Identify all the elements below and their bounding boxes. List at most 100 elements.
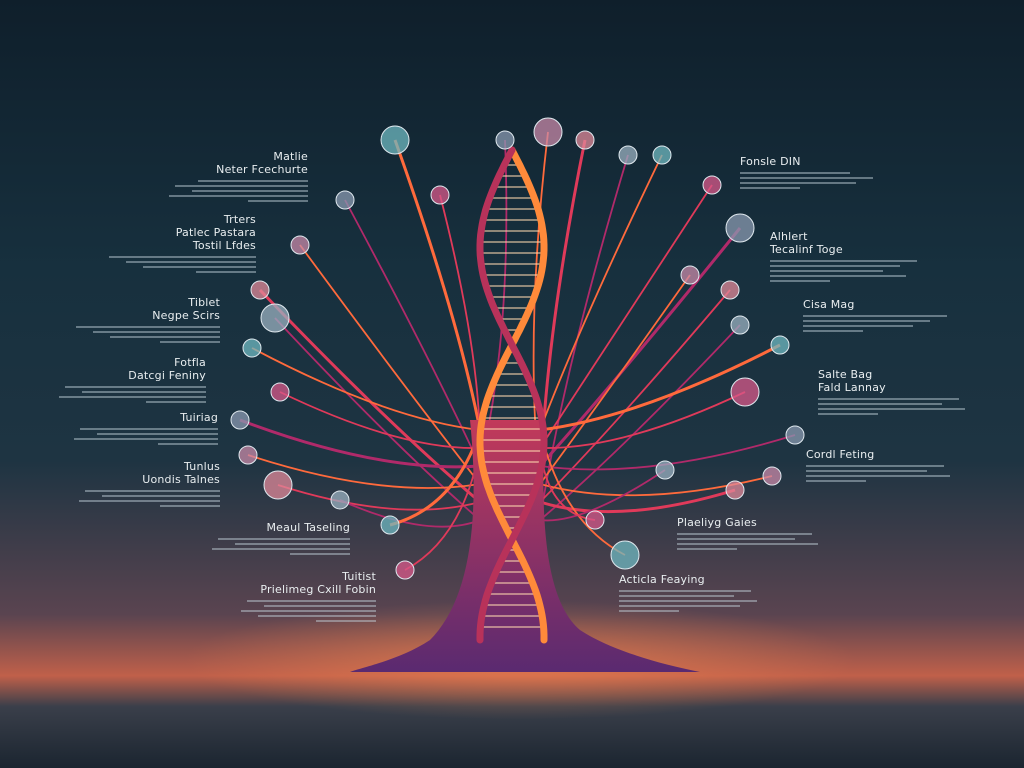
branch bbox=[539, 469, 666, 522]
bubble-node bbox=[575, 130, 595, 150]
branch bbox=[539, 391, 746, 449]
label-heading: Meaul Taseling bbox=[266, 521, 350, 534]
label-heading: Tiblet bbox=[188, 296, 220, 309]
annotation-label-right-2: Cisa Mag bbox=[803, 298, 1023, 335]
bubble-node bbox=[242, 338, 262, 358]
bubble-node bbox=[730, 377, 760, 407]
bubble-node bbox=[330, 490, 350, 510]
tree-branches bbox=[239, 131, 796, 571]
label-body-text bbox=[677, 533, 897, 550]
label-heading: Datcgi Feniny bbox=[128, 369, 206, 382]
branch bbox=[279, 391, 481, 449]
bubble-node bbox=[702, 175, 722, 195]
label-body-text bbox=[16, 256, 256, 273]
label-heading: Patlec Pastara bbox=[175, 226, 256, 239]
label-body-text bbox=[110, 538, 350, 555]
label-heading: Acticla Feaying bbox=[619, 573, 705, 586]
branch bbox=[539, 289, 731, 503]
label-heading: Tostil Lfdes bbox=[192, 239, 256, 252]
bubble-node bbox=[380, 515, 400, 535]
label-heading: Tuiriag bbox=[180, 411, 218, 424]
label-heading: Salte Bag bbox=[818, 368, 873, 381]
label-body-text bbox=[0, 386, 206, 403]
bubble-node bbox=[395, 560, 415, 580]
bubble-node bbox=[263, 470, 293, 500]
annotation-label-right-6: Acticla Feaying bbox=[619, 573, 839, 615]
bubble-node bbox=[585, 510, 605, 530]
bubble-node bbox=[680, 265, 700, 285]
label-heading: Tecalinf Toge bbox=[770, 243, 843, 256]
bubble-node bbox=[730, 315, 750, 335]
label-heading: Matlie bbox=[273, 150, 308, 163]
label-body-text bbox=[806, 465, 1024, 482]
annotation-label-left-4: Tuiriag bbox=[0, 411, 218, 448]
helix-strand bbox=[476, 146, 548, 644]
label-body-text bbox=[68, 180, 308, 202]
label-heading: Alhlert bbox=[770, 230, 808, 243]
label-body-text bbox=[740, 172, 960, 189]
label-body-text bbox=[803, 315, 1023, 332]
bubble-node bbox=[725, 480, 745, 500]
label-heading: Prielimeg Cxill Fobin bbox=[260, 583, 376, 596]
bubble-node bbox=[720, 280, 740, 300]
bubble-node bbox=[430, 185, 450, 205]
branch bbox=[393, 139, 482, 431]
bubble-node bbox=[725, 213, 755, 243]
label-heading: Fotfla bbox=[174, 356, 206, 369]
label-body-text bbox=[770, 260, 990, 282]
bubble-node bbox=[655, 460, 675, 480]
branch bbox=[344, 199, 481, 467]
label-heading: Plaeliyg Gaies bbox=[677, 516, 757, 529]
label-heading: Neter Fcechurte bbox=[216, 163, 308, 176]
branch bbox=[277, 484, 481, 511]
annotation-label-left-6: Meaul Taseling bbox=[110, 521, 350, 558]
bubble-node bbox=[618, 145, 638, 165]
label-body-text bbox=[0, 428, 218, 445]
label-body-text bbox=[619, 590, 839, 612]
branch bbox=[539, 184, 713, 449]
branch bbox=[539, 343, 781, 432]
label-heading: Uondis Talnes bbox=[142, 473, 220, 486]
bubble-node bbox=[290, 235, 310, 255]
label-body-text bbox=[0, 326, 220, 343]
bubble-node bbox=[610, 540, 640, 570]
bubble-node bbox=[230, 410, 250, 430]
branch bbox=[339, 499, 481, 528]
annotation-label-right-5: Plaeliyg Gaies bbox=[677, 516, 897, 553]
label-heading: Tuitist bbox=[342, 570, 376, 583]
bubble-node bbox=[533, 117, 563, 147]
label-heading: Cisa Mag bbox=[803, 298, 855, 311]
label-heading: Fonsle DIN bbox=[740, 155, 801, 168]
label-heading: Tunlus bbox=[184, 460, 220, 473]
label-body-text bbox=[818, 398, 1024, 415]
bubble-node bbox=[250, 280, 270, 300]
label-heading: Fald Lannay bbox=[818, 381, 886, 394]
annotation-label-right-4: Cordl Feting bbox=[806, 448, 1024, 485]
branch bbox=[539, 324, 741, 521]
branch bbox=[439, 194, 481, 449]
label-heading: Cordl Feting bbox=[806, 448, 875, 461]
bubble-node bbox=[335, 190, 355, 210]
bubble-node bbox=[495, 130, 515, 150]
branch bbox=[247, 454, 481, 489]
bubble-node bbox=[270, 382, 290, 402]
bubble-node bbox=[380, 125, 410, 155]
bubble-node bbox=[762, 466, 782, 486]
branch bbox=[538, 227, 742, 468]
bubble-node bbox=[770, 335, 790, 355]
branch bbox=[239, 418, 481, 469]
label-body-text bbox=[136, 600, 376, 622]
branch bbox=[539, 154, 663, 431]
branch bbox=[539, 274, 691, 485]
dna-helix bbox=[476, 146, 548, 644]
label-body-text bbox=[0, 490, 220, 507]
